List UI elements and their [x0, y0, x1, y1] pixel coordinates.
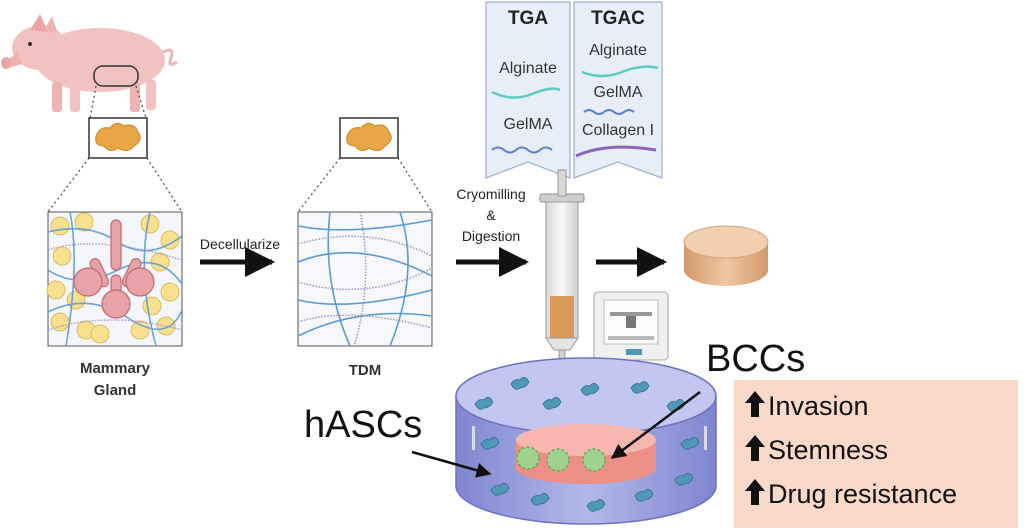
fat-cell	[50, 216, 70, 236]
bcc-spheroid	[516, 446, 540, 470]
banner-tga	[485, 1, 571, 179]
result-row-stemness: Stemness	[744, 434, 888, 466]
hasc-cell	[490, 483, 510, 496]
result-row-drug-resistance: Drug resistance	[744, 478, 957, 510]
bcc-spheroids	[516, 446, 606, 472]
fat-cell	[160, 282, 180, 302]
hydrogel-disk-icon	[683, 225, 769, 286]
result-label: Stemness	[768, 435, 889, 465]
hasc-cell	[674, 473, 694, 486]
fat-cell	[50, 312, 70, 332]
banner-tgac-item-alginate: Alginate	[589, 42, 647, 59]
fat-cell	[140, 214, 160, 234]
banner-tgac-item-gelma: GelMA	[593, 84, 643, 101]
result-row-invasion: Invasion	[744, 390, 869, 422]
hasc-cell	[510, 377, 530, 390]
tdm-panel	[297, 211, 433, 347]
arrow-bccs	[610, 391, 701, 459]
banner-tgac-item-collagen: Collagen I	[581, 122, 655, 139]
label-cryomilling-digestion: Cryomilling & Digestion	[456, 186, 526, 244]
zoom-lines-pig	[89, 85, 147, 119]
zoom-lines-tissue-2	[297, 157, 433, 213]
zoom-lines-tissue-1	[47, 157, 183, 213]
fat-cell	[52, 246, 72, 266]
fat-cell	[142, 296, 162, 316]
syringe-icon	[539, 169, 585, 367]
tdm-tissue-icon	[339, 117, 399, 159]
arrow-hascs	[411, 450, 492, 478]
label-mammary-gland: Mammary Gland	[79, 360, 151, 399]
fat-cell	[150, 252, 170, 272]
hasc-cell	[586, 499, 606, 512]
banner-tga-item-gelma: GelMA	[503, 116, 553, 133]
hasc-cell	[634, 489, 654, 502]
label-hascs: hASCs	[304, 404, 423, 446]
banner-tga-title: TGA	[507, 8, 549, 29]
hasc-cell	[580, 383, 600, 396]
3d-printer-icon	[593, 291, 669, 361]
result-label: Drug resistance	[768, 479, 958, 509]
fat-cell	[90, 324, 110, 344]
banner-tgac-title: TGAC	[591, 8, 645, 29]
fat-cell	[156, 316, 176, 336]
banner-tgac	[573, 1, 663, 179]
pig-icon	[1, 14, 178, 112]
fat-cell	[74, 212, 94, 232]
label-decellularize: Decellularize	[199, 236, 281, 252]
bcc-spheroid	[582, 448, 606, 472]
fat-cell	[130, 320, 150, 340]
label-tdm: TDM	[348, 362, 382, 379]
mammary-gland-panel	[46, 211, 183, 347]
fat-cell	[160, 230, 180, 250]
bcc-spheroid	[546, 448, 570, 472]
results-panel: Invasion Stemness Drug resistance	[734, 380, 1018, 528]
mammary-tissue-icon	[88, 117, 148, 159]
arrow-up-icon	[745, 391, 765, 417]
label-bccs: BCCs	[706, 338, 806, 380]
tumor-model-cylinder	[455, 357, 717, 525]
hasc-cells	[474, 377, 700, 512]
hasc-cell	[474, 397, 494, 410]
hasc-cell	[480, 437, 500, 450]
hasc-cell	[680, 437, 700, 450]
banner-tga-item-alginate: Alginate	[499, 60, 557, 77]
arrow-up-icon	[745, 435, 765, 461]
ducts	[73, 219, 155, 319]
hasc-cell	[530, 493, 550, 506]
arrow-up-icon	[745, 479, 765, 505]
hasc-cell	[542, 397, 562, 410]
fat-cell	[46, 280, 66, 300]
result-label: Invasion	[768, 391, 869, 421]
hasc-cell	[630, 381, 650, 394]
